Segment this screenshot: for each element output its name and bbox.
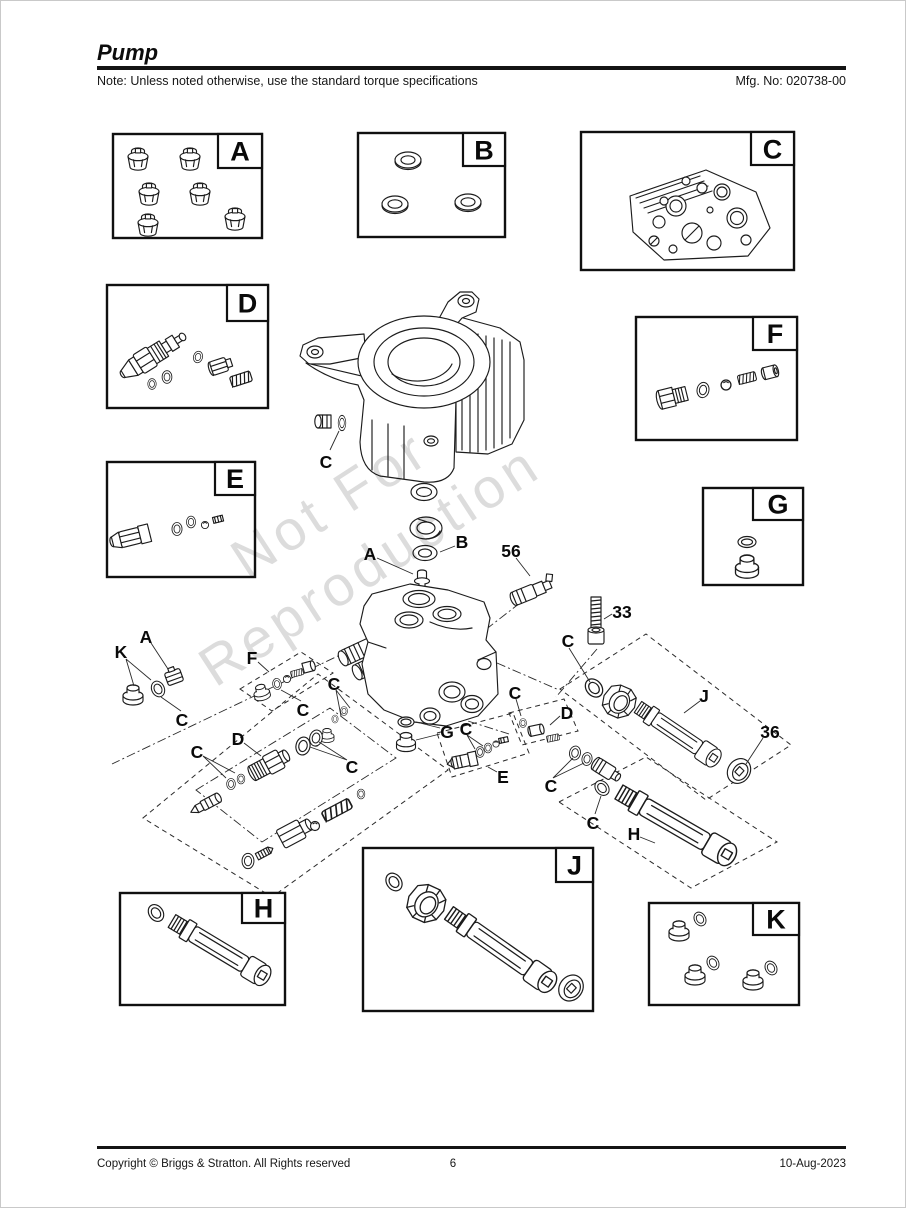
valve-cluster-e [446,736,510,770]
callout-h: H [628,824,641,844]
callout-c-piston-rings: C [545,776,558,796]
kit-label-f: F [767,319,784,349]
page-title: Pump [97,40,159,65]
footer-rule [97,1146,846,1149]
header-rule [97,66,846,70]
callout-f: F [247,648,258,668]
kit-box-a: A [111,132,264,240]
callout-c-h-oring: C [587,813,600,833]
socket-head-bolt [587,596,605,645]
mfg-number: Mfg. No: 020738-00 [735,74,847,88]
kit-box-f: F [634,315,799,442]
callout-c-d-oring: C [509,683,522,703]
revision-date: 10-Aug-2023 [779,1158,847,1170]
kit-box-k: K [647,901,801,1007]
kit-box-j: J [361,846,595,1013]
part-callouts: C A B 56 33 C K A C F C C D C C C D G C … [115,452,780,844]
callout-c-big-rings: C [346,757,359,777]
piston-and-orings [567,744,622,782]
construction-lines [111,602,598,765]
gasket-kit-plate [629,169,771,261]
kit-label-d: D [238,289,258,319]
left-plug-cluster [122,666,184,706]
callout-c-rings: C [328,674,341,694]
check-valve-cluster-f [251,660,348,747]
kit-label-h: H [254,894,274,924]
page-number: 6 [449,1158,457,1170]
kit-label-c: C [763,135,783,165]
callout-c-f-oring: C [297,700,310,720]
callout-d-box: D [561,703,574,723]
callout-k: K [115,642,128,662]
seal-stack [409,482,443,590]
callout-33: 33 [612,602,632,622]
callout-c-e-rings: C [460,719,473,739]
kit-label-g: G [767,490,788,520]
crankcase-housing [299,291,525,483]
callout-d-seat: D [232,729,245,749]
kit-box-c: C [579,130,796,272]
kit-box-d: D [105,283,270,410]
kit-label-a: A [230,137,250,167]
callout-b-seal: B [456,532,469,552]
callout-j: J [699,686,709,706]
callout-c-housing: C [320,452,333,472]
callout-c-j-oring: C [562,631,575,651]
copyright-text: Copyright © Briggs & Stratton. All Right… [97,1158,351,1170]
kit-label-e: E [226,464,244,494]
kit-label-b: B [474,136,494,166]
valve-cluster-d [519,718,561,743]
kit-box-g: G [701,486,805,587]
kit-box-h: H [118,891,287,1007]
kit-box-e: E [105,460,257,579]
kit-label-k: K [766,905,786,935]
callout-36: 36 [760,722,780,742]
callout-c-left: C [176,710,189,730]
callout-a-left: A [140,627,153,647]
thermal-relief-valve [509,573,554,606]
callout-c-small-rings: C [191,742,204,762]
kit-box-b: B [356,131,507,239]
leader-lines [125,430,764,844]
unloader-assembly [190,728,366,870]
plug-and-oring-g [395,716,417,753]
pump-manifold [337,583,499,727]
callout-a-manifold: A [364,544,377,564]
callout-e: E [497,767,509,787]
callout-56: 56 [501,541,521,561]
callout-g: G [440,722,454,742]
kit-label-j: J [567,851,582,881]
torque-note: Note: Unless noted otherwise, use the st… [97,74,478,88]
